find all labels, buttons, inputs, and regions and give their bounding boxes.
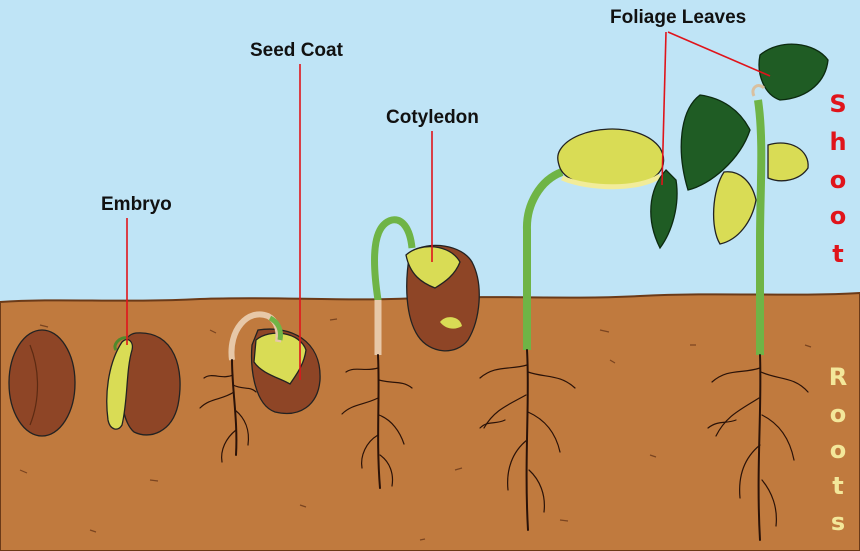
- roots-label: R o o t s: [829, 363, 847, 536]
- stage-6-seedling: [650, 43, 829, 541]
- shoot-label: S h o o t: [829, 90, 846, 268]
- roots-letter: o: [830, 436, 847, 464]
- stage-4-hook-shoot: [341, 216, 480, 489]
- stage-1-seed: [8, 329, 76, 437]
- label-embryo: Embryo: [101, 194, 172, 215]
- label-seed-coat: Seed Coat: [250, 40, 344, 61]
- embryo-part: [106, 338, 134, 430]
- leader-foliage-leaves-1: [661, 31, 667, 186]
- foliage-leaf-top: [758, 43, 829, 101]
- stage-5-cotyledon-shoot: [479, 128, 665, 531]
- roots-letter: s: [831, 508, 845, 536]
- label-cotyledon: Cotyledon: [386, 107, 479, 128]
- shoot-letter: h: [829, 128, 846, 156]
- foliage-leaf: [680, 94, 751, 191]
- label-foliage-leaves: Foliage Leaves: [610, 7, 746, 28]
- leader-foliage-leaves-2: [667, 31, 771, 77]
- soil-texture: [19, 318, 812, 541]
- shoot-letter: o: [830, 202, 847, 230]
- shoot-letter: o: [830, 166, 847, 194]
- shoot-letter: S: [829, 90, 846, 118]
- roots-letter: t: [832, 472, 843, 500]
- roots-letter: o: [830, 400, 847, 428]
- shoot-letter: t: [832, 240, 843, 268]
- stage-2-seed-embryo: [106, 332, 181, 436]
- roots-letter: R: [829, 363, 847, 391]
- stage-3-germinating-seed: [199, 311, 321, 463]
